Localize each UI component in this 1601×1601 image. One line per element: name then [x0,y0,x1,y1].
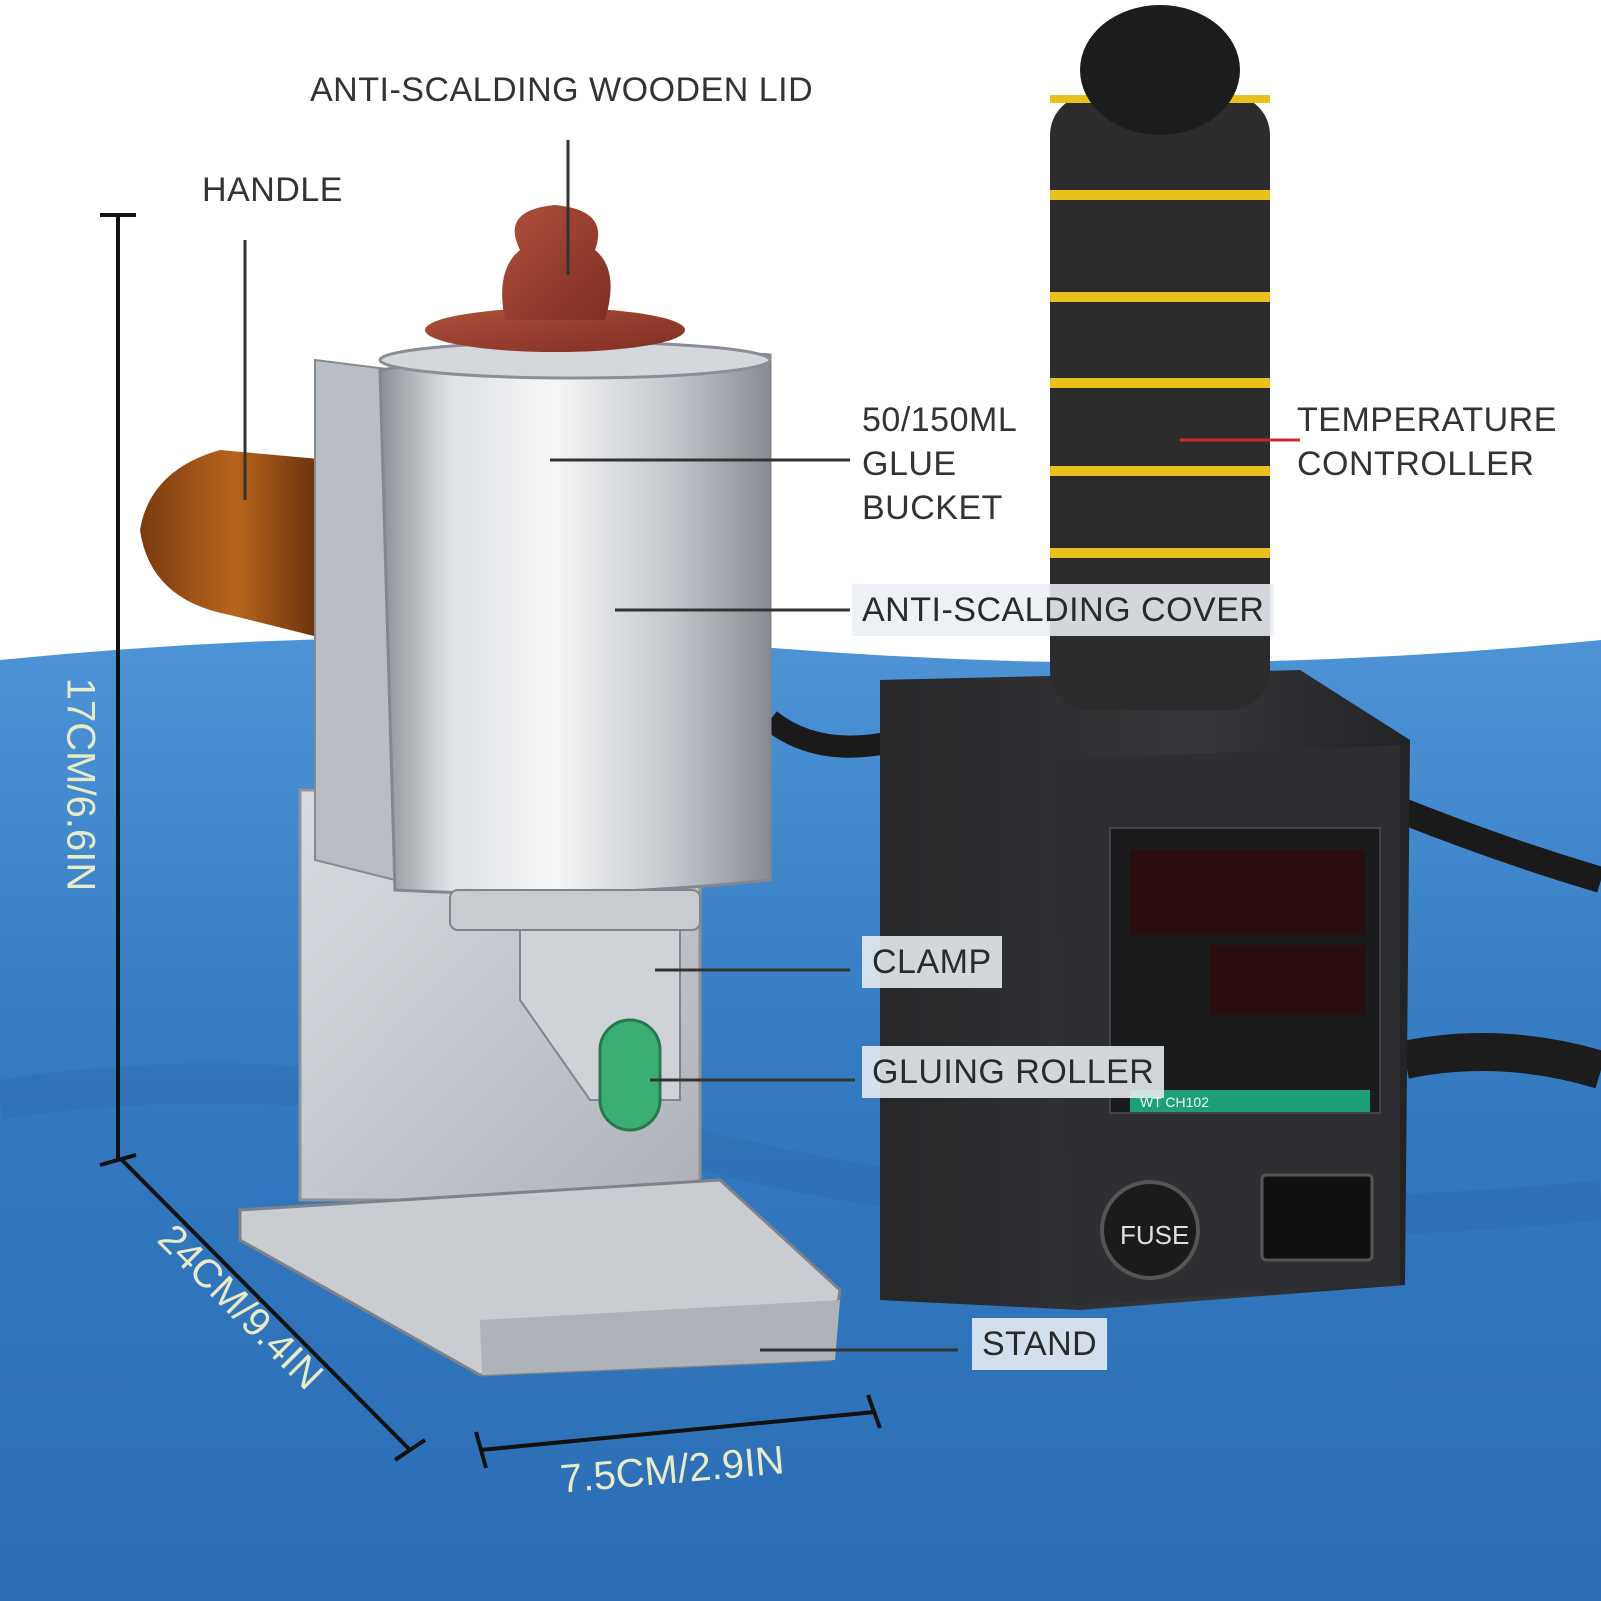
label-wooden-lid: ANTI-SCALDING WOODEN LID [310,71,814,109]
wooden-lid-knob [502,205,611,320]
height-dimension-text: 17CM/6.6IN [58,677,103,892]
display-top [1130,850,1365,935]
grip-band [1050,548,1270,558]
wooden-lid-disc [425,308,685,352]
grip-band [1050,378,1270,388]
width-dimension-tick-end [866,1394,882,1429]
label-temp-controller-line-1: TEMPERATURE [1297,401,1557,439]
display-bottom [1210,945,1365,1015]
label-glue-bucket-line-1: 50/150ML [862,401,1018,439]
label-handle: HANDLE [202,171,343,209]
model-label: WT CH102 [1140,1094,1209,1110]
width-dimension-tick-start [474,1431,488,1469]
grip-band [1050,190,1270,200]
power-switch [1260,1173,1374,1262]
depth-dimension-tick-end [393,1438,427,1462]
grip-cap [1080,5,1240,135]
depth-dimension-line [120,1158,412,1452]
stand-tray-lip [480,1300,840,1375]
label-gluing-roller: GLUING ROLLER [862,1046,1165,1098]
model-strip [1130,1090,1370,1112]
label-glue-bucket-line-2: GLUE [862,445,957,483]
controller-cable-right [1395,797,1601,893]
fuse-label: FUSE [1120,1220,1189,1250]
anti-scalding-cover-body [378,348,772,895]
label-temp-controller-line-2: CONTROLLER [1297,445,1535,483]
label-glue-bucket-line-3: BUCKET [862,489,1003,527]
nozzle-block [449,889,701,931]
gluing-roller [598,1018,662,1132]
amber-handle [140,450,330,640]
height-dimension-tick-bottom [99,1153,137,1167]
controller-cable-lower [1401,1033,1601,1089]
grip-band [1050,292,1270,302]
width-dimension-line [479,1410,876,1452]
label-anti-scalding-cover: ANTI-SCALDING COVER [852,584,1275,636]
grip-band [1050,466,1270,476]
label-stand: STAND [972,1318,1108,1370]
label-clamp: CLAMP [862,936,1002,988]
fuse-holder [1100,1180,1200,1280]
